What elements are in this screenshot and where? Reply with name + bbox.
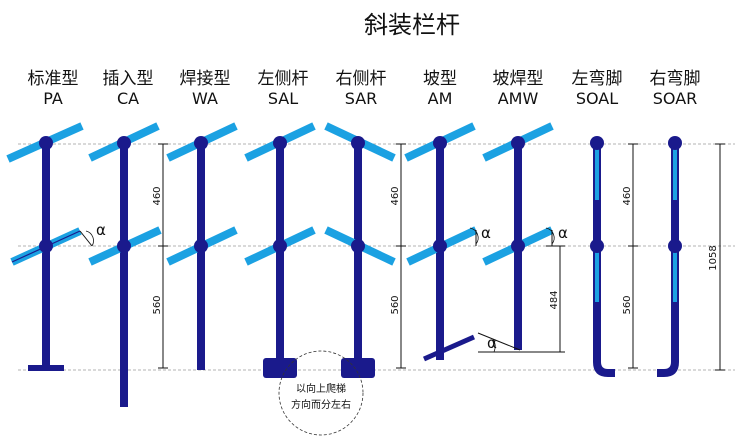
am-top-joint (433, 136, 447, 150)
note-line-2: 方向而分左右 (291, 398, 351, 411)
type-label-pa-cn: 标准型 (28, 69, 79, 89)
railing-sal (244, 122, 316, 378)
dimension-484: 484 (546, 245, 565, 353)
type-label-sal-cn: 左侧杆 (258, 69, 309, 89)
ca-top-joint (117, 136, 131, 150)
am-middle-joint (433, 239, 447, 253)
sal-top-joint (273, 136, 287, 150)
amw-bottom-angle-label: α (487, 334, 497, 352)
type-label-pa-code: PA (43, 89, 63, 108)
dim-1058: 1058 (708, 245, 719, 270)
dimension-ca-wa: 460 560 (152, 143, 168, 369)
dim-560-soal: 560 (622, 295, 633, 314)
dimension-sar-am: 460 560 (390, 143, 406, 369)
type-label-wa-cn: 焊接型 (180, 69, 231, 89)
amw-middle-joint (511, 239, 525, 253)
sal-middle-joint (273, 239, 287, 253)
soar-top-joint (668, 136, 682, 150)
dim-560-am: 560 (390, 295, 401, 314)
type-label-ca-cn: 插入型 (103, 69, 154, 89)
type-label-ca-code: CA (117, 89, 139, 108)
dim-460-am: 460 (390, 186, 401, 205)
type-label-amw-cn: 坡焊型 (493, 69, 544, 89)
wa-middle-joint (194, 239, 208, 253)
wa-post (197, 142, 205, 370)
pa-middle-joint (39, 239, 53, 253)
railing-amw: α α (477, 122, 568, 353)
soar-post (657, 143, 679, 377)
sar-top-joint (351, 136, 365, 150)
dimension-1058: 1058 (708, 143, 725, 371)
left-right-note: 以向上爬梯 方向而分左右 (278, 350, 364, 436)
soal-lower-highlight (595, 252, 599, 302)
railing-ca (88, 122, 162, 407)
pa-base-plate (28, 365, 64, 371)
soal-upper-highlight (595, 148, 599, 200)
wa-top-joint (194, 136, 208, 150)
railing-soal (590, 136, 615, 377)
pa-angle-label: α (96, 221, 106, 239)
am-angle-label: α (481, 224, 491, 242)
soar-lower-highlight (673, 252, 677, 302)
type-label-soar-cn: 右弯脚 (650, 69, 701, 89)
type-label-sar-cn: 右侧杆 (336, 69, 387, 89)
soar-middle-joint (668, 239, 682, 253)
ca-middle-joint (117, 239, 131, 253)
sar-middle-joint (351, 239, 365, 253)
note-line-1: 以向上爬梯 (296, 382, 346, 395)
soal-top-joint (590, 136, 604, 150)
pa-post (42, 142, 50, 370)
sal-base-foot (263, 358, 297, 378)
type-label-am-cn: 坡型 (423, 69, 457, 89)
type-label-am-code: AM (428, 89, 453, 108)
amw-angle-label: α (558, 224, 568, 242)
type-label-soal-code: SOAL (576, 89, 618, 108)
type-label-amw-code: AMW (498, 89, 539, 108)
pa-top-joint (39, 136, 53, 150)
railing-pa: α (6, 122, 106, 371)
soal-middle-joint (590, 239, 604, 253)
soar-upper-highlight (673, 148, 677, 200)
amw-top-joint (511, 136, 525, 150)
am-slope-foot (422, 334, 476, 362)
diagram-title: 斜装栏杆 (364, 11, 460, 39)
type-label-wa-code: WA (192, 89, 218, 108)
railing-am: α (404, 122, 491, 362)
railing-wa (166, 122, 238, 370)
type-label-sar-code: SAR (345, 89, 378, 108)
type-label-soal-cn: 左弯脚 (572, 69, 623, 89)
reference-lines (18, 143, 735, 371)
dim-484: 484 (549, 290, 560, 309)
type-label-sal-code: SAL (268, 89, 298, 108)
ca-post (120, 142, 128, 407)
railing-soar (657, 136, 682, 377)
sar-base-foot (341, 358, 375, 378)
dim-460-ca: 460 (152, 186, 163, 205)
type-labels: 标准型 PA 插入型 CA 焊接型 WA 左侧杆 SAL 右侧杆 SAR 坡型 … (28, 69, 701, 108)
dim-560-ca: 560 (152, 295, 163, 314)
dimension-soal-soar: 460 560 (622, 143, 638, 369)
soal-post (593, 143, 615, 377)
type-label-soar-code: SOAR (653, 89, 698, 108)
dim-460-soal: 460 (622, 186, 633, 205)
note-circle (278, 350, 364, 436)
railing-sar (324, 122, 396, 378)
